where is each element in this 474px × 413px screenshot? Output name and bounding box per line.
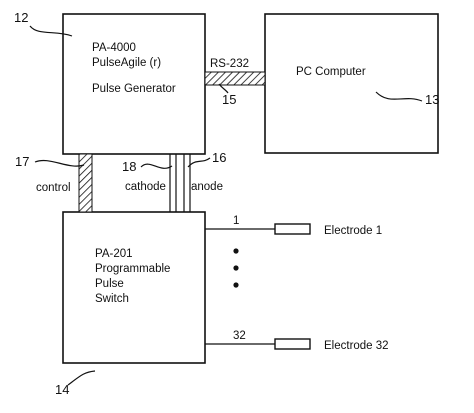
control-cable: [78, 153, 93, 213]
control-label: control: [36, 182, 71, 194]
pulse-switch-line4: Switch: [95, 293, 129, 305]
rs232-label: RS-232: [210, 58, 249, 70]
pulse-generator-type: Pulse Generator: [92, 83, 176, 95]
ref-18: 18: [122, 159, 136, 174]
ref-14: 14: [55, 382, 69, 397]
electrode-32-tip: [274, 338, 311, 350]
ref-14-leader: [67, 370, 96, 386]
pc-computer-label: PC Computer: [296, 66, 366, 78]
electrode-1-tip: [274, 223, 311, 235]
pulse-switch-line2: Programmable: [95, 263, 170, 275]
ref-18-leader: [140, 163, 173, 169]
ref-15: 15: [222, 92, 236, 107]
ref-16-leader: [187, 157, 211, 168]
electrode-1-label: Electrode 1: [324, 225, 382, 237]
electrode-32-label: Electrode 32: [324, 340, 389, 352]
pulse-generator-model: PA-4000: [92, 42, 136, 54]
pulse-generator-block: PA-4000 PulseAgile (r) Pulse Generator: [62, 13, 206, 155]
electrode-32-group: 32 Electrode 32: [205, 330, 389, 352]
anode-cable: [183, 154, 191, 212]
pulse-switch-model: PA-201: [95, 248, 133, 260]
cathode-cable: [169, 154, 177, 212]
ref-17: 17: [15, 154, 29, 169]
cathode-label: cathode: [125, 181, 166, 193]
ref-12-leader: [29, 25, 73, 37]
pulse-switch-block: PA-201 Programmable Pulse Switch: [62, 211, 206, 364]
pc-computer-box: [264, 13, 439, 154]
ref-13: 13: [425, 92, 439, 107]
ref-17-leader: [34, 160, 85, 167]
pulse-switch-line3: Pulse: [95, 278, 124, 290]
rs232-cable: [204, 71, 266, 86]
pulse-generator-brand: PulseAgile (r): [92, 57, 161, 69]
electrode-32-channel: 32: [233, 330, 246, 342]
pulse-generator-box: [62, 13, 206, 155]
ref-16: 16: [212, 150, 226, 165]
ref-15-leader: [218, 83, 229, 94]
ref-12: 12: [14, 10, 28, 25]
pulse-switch-box: [62, 211, 206, 364]
electrode-1-group: 1 Electrode 1: [205, 215, 382, 237]
channel-ellipsis: [233, 248, 239, 288]
anode-label: anode: [191, 181, 223, 193]
pc-computer-block: PC Computer: [264, 13, 439, 154]
ref-13-leader: [375, 91, 423, 102]
electrode-1-channel: 1: [233, 215, 239, 227]
